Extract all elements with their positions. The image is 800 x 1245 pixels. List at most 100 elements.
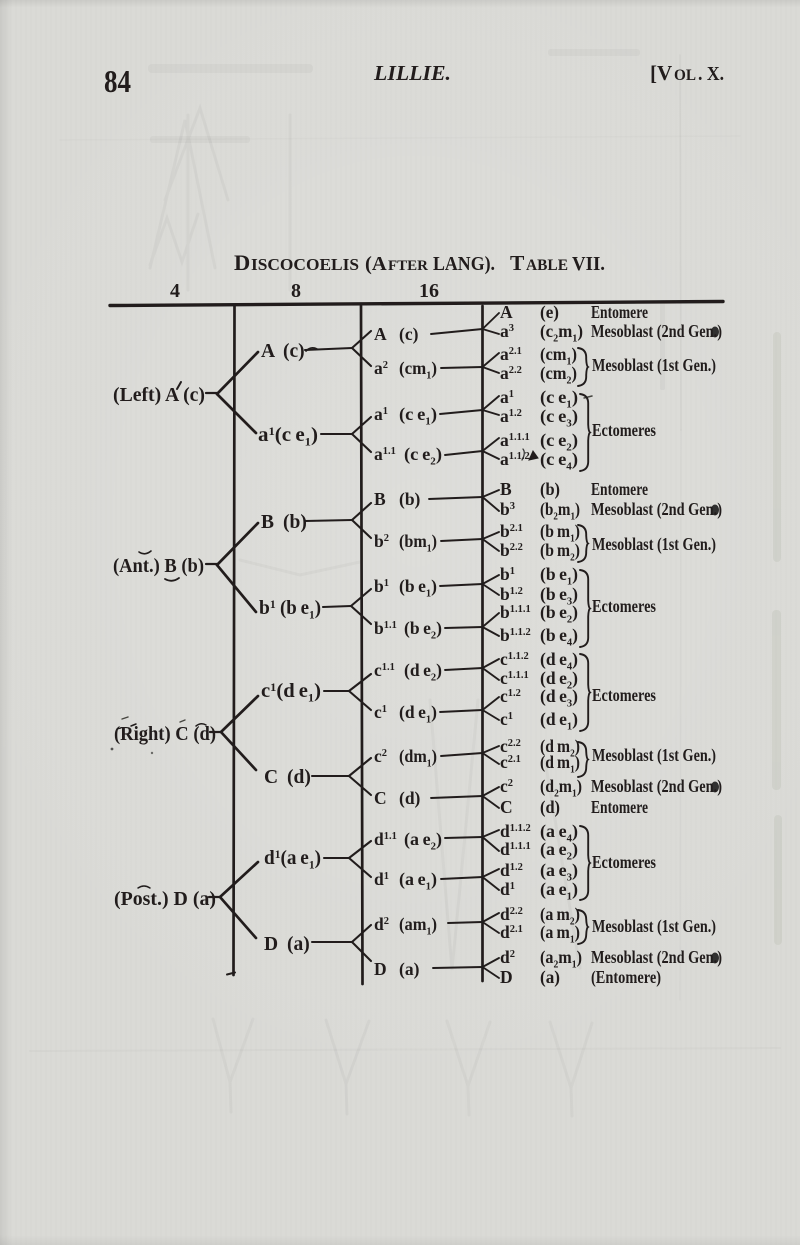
svg-text:(dm1): (dm1) bbox=[399, 746, 437, 769]
svg-text:(a): (a) bbox=[399, 959, 420, 979]
svg-text:C: C bbox=[500, 797, 513, 817]
svg-text:FTER: FTER bbox=[388, 258, 428, 274]
svg-text:ABLE: ABLE bbox=[526, 257, 568, 274]
svg-text:d2.1: d2.1 bbox=[500, 922, 523, 942]
svg-text:(Entomere): (Entomere) bbox=[591, 967, 661, 987]
svg-text:c1.1.1: c1.1.1 bbox=[500, 668, 529, 688]
svg-text:LILLIE.: LILLIE. bbox=[373, 61, 451, 85]
svg-text:(b): (b) bbox=[399, 489, 421, 509]
svg-text:(Post.) D (a): (Post.) D (a) bbox=[114, 888, 216, 910]
svg-text:c2: c2 bbox=[374, 746, 387, 766]
svg-text:B: B bbox=[500, 479, 512, 499]
svg-text:A: A bbox=[500, 302, 513, 322]
svg-text:a2: a2 bbox=[374, 358, 388, 378]
svg-text:b3: b3 bbox=[500, 499, 515, 519]
svg-text:b1.1.2: b1.1.2 bbox=[500, 625, 531, 645]
svg-text:(am1): (am1) bbox=[399, 914, 437, 937]
svg-text:b1.2: b1.2 bbox=[500, 584, 523, 604]
svg-text:(b m2): (b m2) bbox=[540, 540, 580, 563]
svg-text:(c2m1): (c2m1) bbox=[540, 321, 583, 344]
svg-text:a2.2: a2.2 bbox=[500, 363, 522, 383]
svg-text:c1(d e1): c1(d e1) bbox=[261, 681, 321, 705]
svg-text:Mesoblast (1st Gen.): Mesoblast (1st Gen.) bbox=[592, 355, 716, 375]
svg-text:b1: b1 bbox=[259, 598, 276, 619]
svg-text:Entomere: Entomere bbox=[591, 797, 648, 817]
svg-text:d1: d1 bbox=[500, 879, 515, 899]
svg-text:d1.2: d1.2 bbox=[500, 860, 523, 880]
svg-text:(a2m1): (a2m1) bbox=[540, 947, 582, 970]
svg-text:c2: c2 bbox=[500, 776, 513, 796]
svg-text:a1.1.2: a1.1.2 bbox=[500, 449, 530, 469]
svg-text:(a): (a) bbox=[287, 934, 310, 955]
svg-text:c1.1: c1.1 bbox=[374, 660, 395, 680]
svg-text:a3: a3 bbox=[500, 321, 514, 341]
svg-text:(b): (b) bbox=[540, 479, 560, 499]
svg-text:(c e3): (c e3) bbox=[540, 406, 578, 429]
svg-text:Mesoblast (2nd Gen.): Mesoblast (2nd Gen.) bbox=[591, 321, 722, 341]
svg-text:d2: d2 bbox=[500, 947, 515, 967]
svg-text:D: D bbox=[264, 934, 278, 955]
svg-text:(d e2): (d e2) bbox=[404, 660, 442, 683]
svg-text:(c e4): (c e4) bbox=[540, 449, 578, 472]
svg-text:(cm2): (cm2) bbox=[540, 363, 577, 386]
svg-text:d1: d1 bbox=[374, 869, 389, 889]
svg-text:Mesoblast (2nd Gen.): Mesoblast (2nd Gen.) bbox=[591, 776, 722, 796]
svg-text:Mesoblast (1st Gen.): Mesoblast (1st Gen.) bbox=[592, 916, 716, 936]
svg-text:Mesoblast (1st Gen.): Mesoblast (1st Gen.) bbox=[592, 534, 716, 554]
svg-text:ISCOCOELIS: ISCOCOELIS bbox=[251, 255, 359, 274]
svg-text:d1.1.1: d1.1.1 bbox=[500, 839, 531, 859]
svg-text:(b e1): (b e1) bbox=[399, 576, 437, 599]
svg-text:(a e2): (a e2) bbox=[540, 839, 578, 862]
svg-text:c1.1.2: c1.1.2 bbox=[500, 649, 529, 669]
svg-text:b2: b2 bbox=[374, 531, 389, 551]
svg-text:(Ant.) B (b): (Ant.) B (b) bbox=[113, 555, 204, 577]
svg-text:a1: a1 bbox=[500, 387, 514, 407]
svg-text:a2.1: a2.1 bbox=[500, 344, 522, 364]
svg-text:(a e1): (a e1) bbox=[399, 869, 437, 892]
svg-text:(b2m1): (b2m1) bbox=[540, 499, 580, 522]
svg-text:(a e2): (a e2) bbox=[404, 829, 442, 852]
svg-text:b1.1: b1.1 bbox=[374, 618, 397, 638]
svg-text:[V: [V bbox=[650, 61, 672, 85]
svg-text:D: D bbox=[234, 250, 250, 275]
svg-text:(bm1): (bm1) bbox=[399, 531, 437, 554]
svg-text:D: D bbox=[500, 967, 513, 987]
svg-text:(d): (d) bbox=[287, 767, 311, 788]
svg-text:Ectomeres: Ectomeres bbox=[592, 852, 656, 872]
svg-text:d1(a e1): d1(a e1) bbox=[264, 848, 321, 872]
svg-text:(a e1): (a e1) bbox=[540, 879, 578, 902]
svg-text:c2.1: c2.1 bbox=[500, 752, 521, 772]
svg-text:D: D bbox=[374, 959, 387, 979]
svg-text:(c): (c) bbox=[399, 324, 419, 344]
svg-text:Ectomeres: Ectomeres bbox=[592, 420, 656, 440]
svg-text:a1.2: a1.2 bbox=[500, 406, 522, 426]
svg-text:(b e1): (b e1) bbox=[280, 598, 321, 621]
svg-text:a1.1: a1.1 bbox=[374, 444, 396, 464]
svg-text:b1.1.1: b1.1.1 bbox=[500, 602, 531, 622]
svg-text:(b e4): (b e4) bbox=[540, 625, 578, 648]
svg-text:d1.1: d1.1 bbox=[374, 829, 397, 849]
svg-text:84: 84 bbox=[104, 63, 131, 99]
svg-text:8: 8 bbox=[291, 280, 301, 302]
svg-text:Ectomeres: Ectomeres bbox=[592, 685, 656, 705]
svg-text:Ectomeres: Ectomeres bbox=[592, 596, 656, 616]
svg-text:VII.: VII. bbox=[572, 254, 605, 275]
svg-text:(c e1): (c e1) bbox=[399, 404, 437, 427]
svg-text:4: 4 bbox=[170, 280, 180, 302]
svg-text:(c): (c) bbox=[283, 341, 305, 362]
svg-text:b2.1: b2.1 bbox=[500, 521, 523, 541]
svg-text:(A: (A bbox=[365, 253, 387, 275]
svg-text:c1: c1 bbox=[500, 709, 513, 729]
svg-text:Entomere: Entomere bbox=[591, 302, 648, 322]
svg-text:(c e2): (c e2) bbox=[404, 444, 442, 467]
svg-text:c1.2: c1.2 bbox=[500, 686, 521, 706]
svg-text:A: A bbox=[374, 324, 387, 344]
svg-text:Mesoblast (1st Gen.): Mesoblast (1st Gen.) bbox=[592, 745, 716, 765]
svg-text:a1.1.1: a1.1.1 bbox=[500, 430, 530, 450]
svg-text:b1: b1 bbox=[500, 564, 515, 584]
svg-text:(d m1): (d m1) bbox=[540, 752, 580, 775]
svg-text:OL: OL bbox=[674, 67, 696, 84]
svg-text:C: C bbox=[374, 788, 387, 808]
svg-text:B: B bbox=[261, 512, 274, 533]
svg-text:C: C bbox=[264, 767, 278, 788]
